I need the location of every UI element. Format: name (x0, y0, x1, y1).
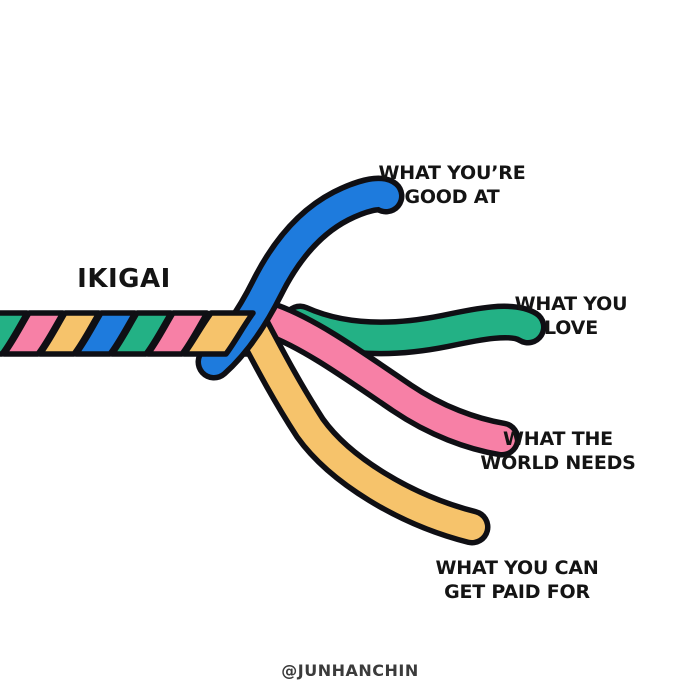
rope-segment-yellow (181, 310, 256, 357)
strand-what-you-can-get-paid-for (235, 311, 491, 546)
strand-label-paid-for: WHAT YOU CAN GET PAID FOR (435, 557, 599, 603)
rope-label-ikigai: IKIGAI (77, 264, 171, 294)
strand-label-good-at: WHAT YOU’RE GOOD AT (378, 162, 526, 208)
strand-what-the-world-needs (253, 301, 521, 458)
strand-label-world-needs: WHAT THE WORLD NEEDS (480, 428, 636, 474)
credit-handle: @JUNHANCHIN (281, 661, 419, 680)
rope-overlay-segment (181, 310, 256, 357)
strand-paid-for-core (241, 317, 485, 540)
strand-world-needs-core (259, 307, 515, 452)
strand-label-love: WHAT YOU LOVE (514, 293, 628, 339)
